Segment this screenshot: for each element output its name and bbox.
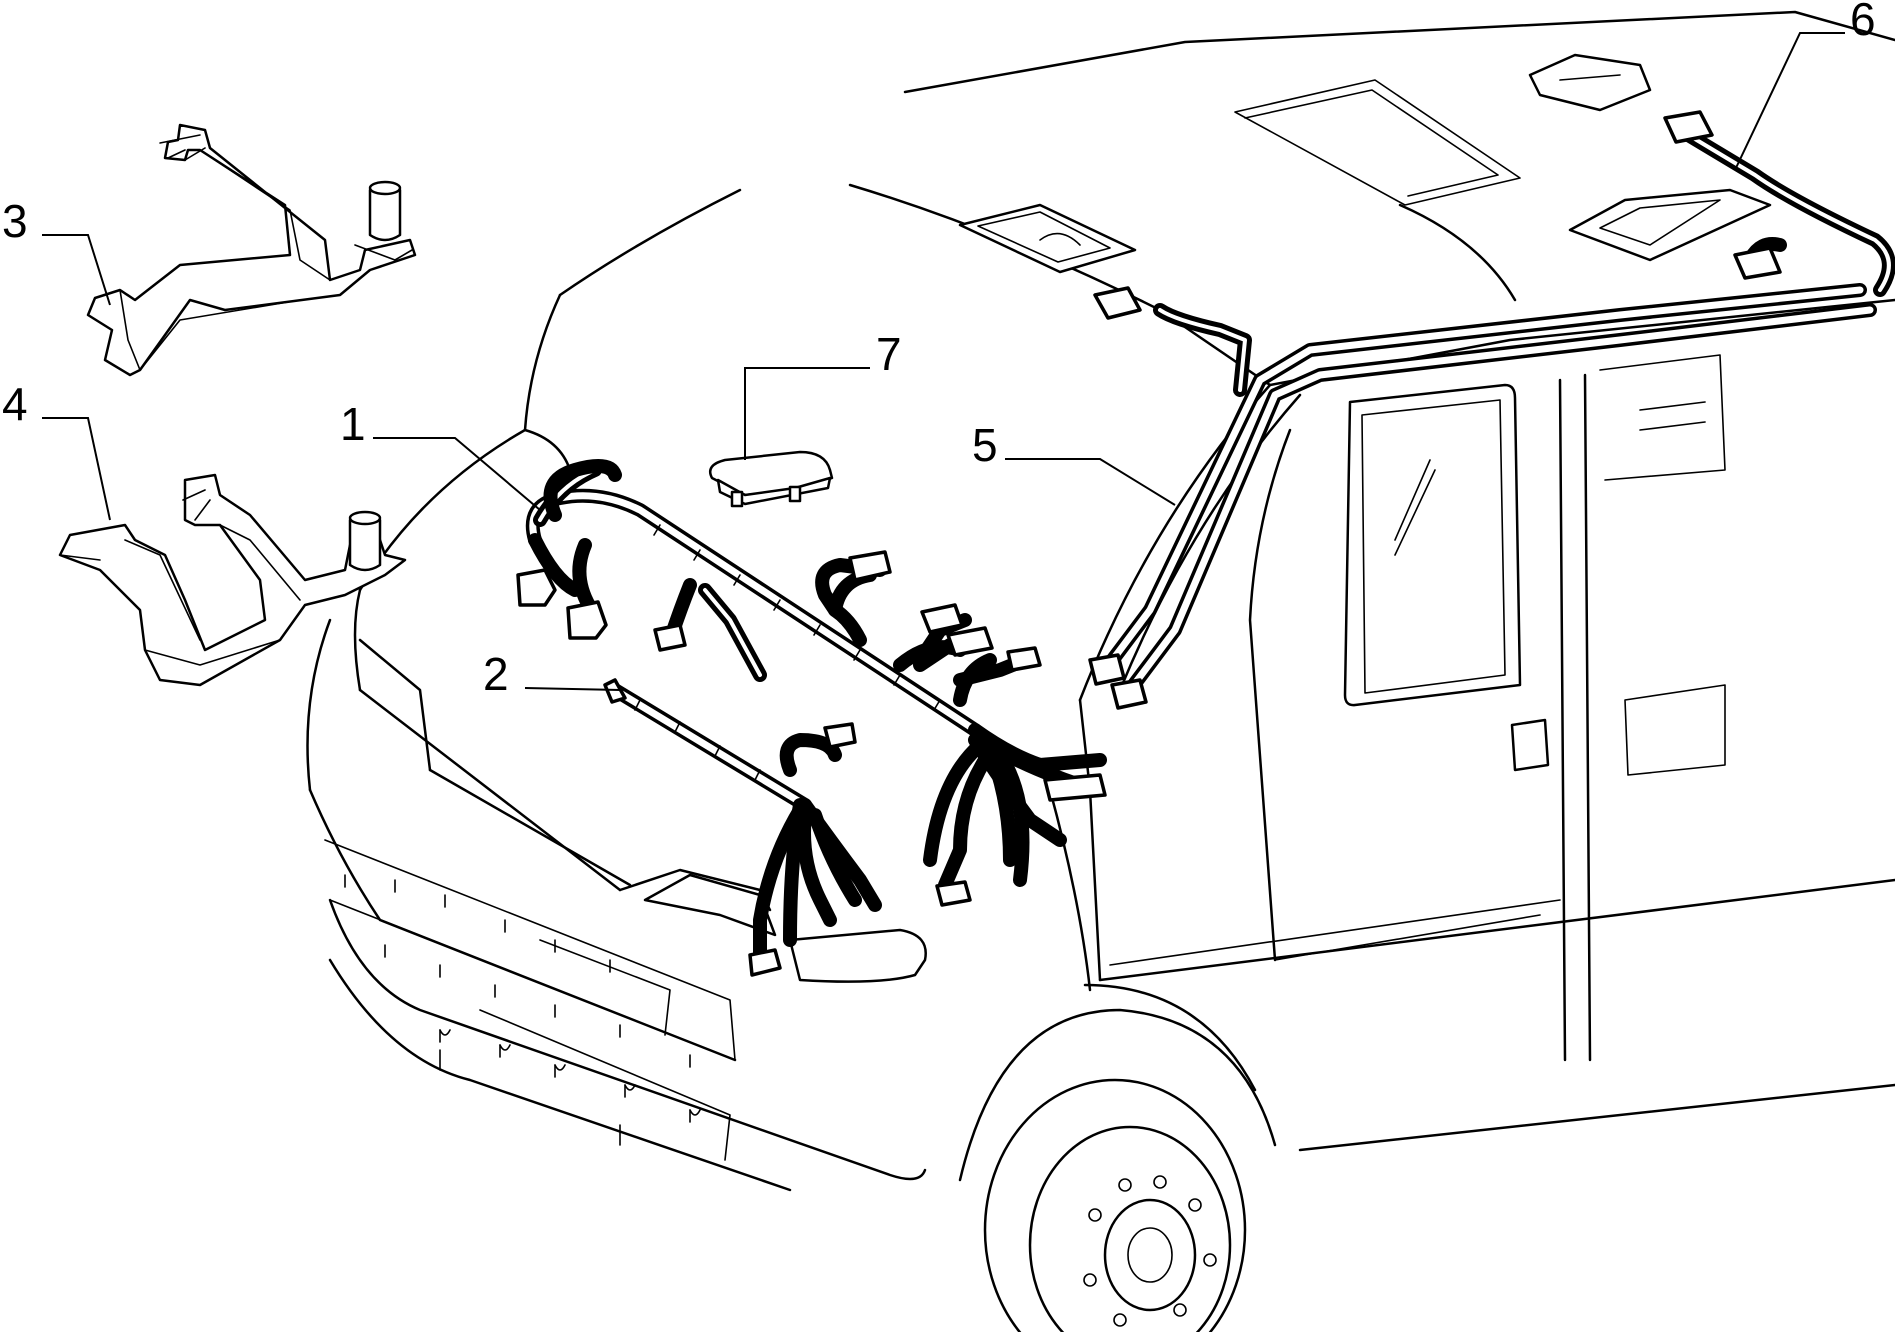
roof-lamp-right [1570, 190, 1770, 260]
cover-part-7 [710, 452, 832, 506]
callout-label-5: 5 [972, 419, 998, 471]
bumper-vents [345, 875, 700, 1145]
bracket-3 [88, 125, 415, 375]
roof-lamp-center [1530, 55, 1650, 110]
roof-lamp-left [960, 205, 1135, 272]
callout-label-7: 7 [876, 328, 902, 380]
callout-label-1: 1 [340, 398, 366, 450]
bracket-4 [60, 475, 405, 685]
callout-label-6: 6 [1850, 0, 1876, 45]
callout-label-4: 4 [2, 378, 28, 430]
harness-5 [1090, 288, 1870, 708]
callout-label-3: 3 [2, 195, 28, 247]
harness-2 [605, 680, 875, 975]
front-wheel [985, 1080, 1245, 1332]
callout-label-2: 2 [483, 648, 509, 700]
